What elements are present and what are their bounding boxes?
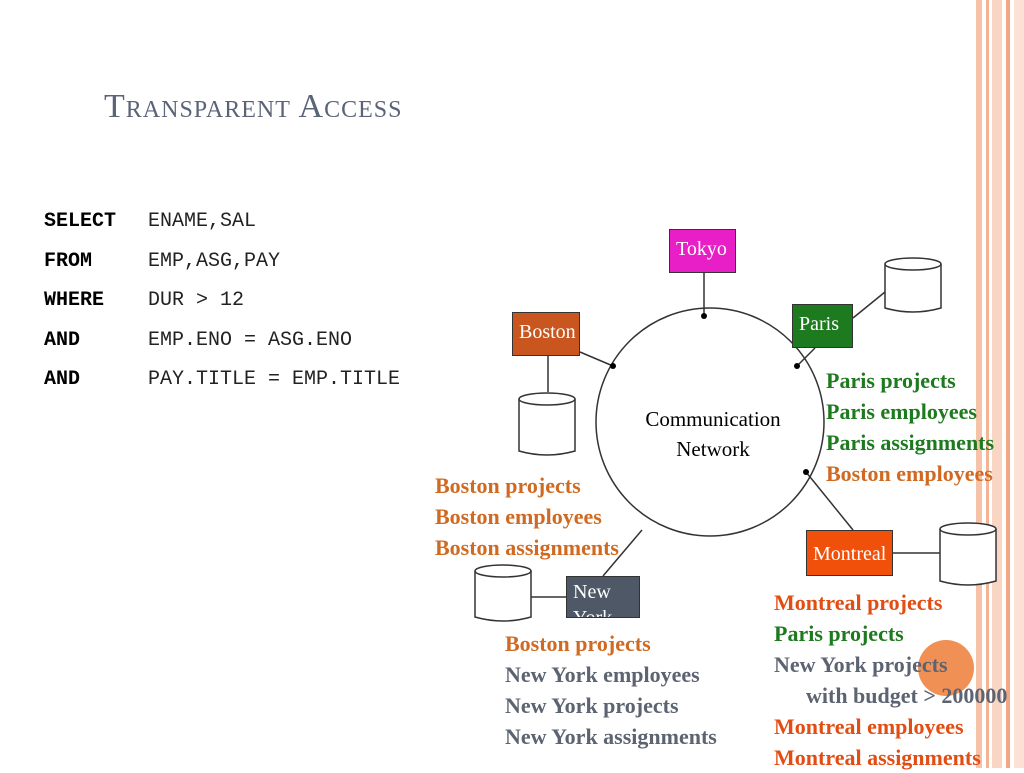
montreal-data-item: Montreal employees: [774, 714, 964, 739]
site-boston-label: Boston: [519, 321, 576, 343]
sql-line: SELECT ENAME,SAL: [44, 210, 400, 250]
montreal-link: [805, 471, 854, 531]
network-label: Communication Network: [600, 404, 826, 464]
sql-keyword: AND: [44, 368, 81, 391]
paris-data-list: Paris projects Paris employees Paris ass…: [826, 365, 994, 489]
site-paris-label: Paris: [799, 313, 839, 335]
new-york-data-item: New York employees: [505, 662, 700, 687]
montreal-database-icon: [939, 522, 997, 586]
paris-database-icon: [884, 257, 942, 313]
new-york-data-item: New York assignments: [505, 724, 717, 749]
sql-line: AND PAY.TITLE = EMP.TITLE: [44, 368, 400, 408]
boston-data-item: Boston assignments: [435, 535, 619, 560]
montreal-data-item: New York projects: [774, 652, 948, 677]
paris-node: [794, 363, 800, 369]
sql-keyword: AND: [44, 328, 81, 352]
site-tokyo-label: Tokyo: [676, 238, 727, 260]
new-york-data-item: New York projects: [505, 693, 679, 718]
site-montreal: Montreal: [806, 530, 893, 576]
site-paris: Paris: [792, 304, 853, 348]
decorative-stripes: [976, 0, 1024, 768]
sql-line: WHERE DUR > 12: [44, 289, 400, 329]
new-york-link: [602, 529, 643, 577]
sql-keyword: FROM: [44, 249, 93, 273]
site-new-york: New York: [566, 576, 640, 618]
network-circle: [595, 307, 825, 537]
paris-data-item: Paris assignments: [826, 430, 995, 455]
new-york-data-item: Boston projects: [505, 631, 651, 656]
boston-database-icon: [518, 392, 576, 456]
sql-keyword: SELECT: [44, 210, 117, 233]
site-new-york-label: New York: [573, 581, 613, 618]
montreal-data-list: Montreal projects Paris projects New Yor…: [774, 587, 1007, 773]
boston-link: [579, 351, 614, 367]
site-boston: Boston: [512, 312, 580, 356]
paris-db-link: [852, 291, 886, 319]
site-tokyo: Tokyo: [669, 229, 736, 273]
network-label-line2: Network: [676, 437, 750, 461]
decorative-circle: [918, 640, 974, 696]
sql-line: AND EMP.ENO = ASG.ENO: [44, 329, 400, 369]
boston-data-item: Boston projects: [435, 473, 581, 498]
montreal-node: [803, 469, 809, 475]
sql-line: FROM EMP,ASG,PAY: [44, 250, 400, 290]
montreal-data-item: Paris projects: [774, 621, 904, 646]
sql-keyword: WHERE: [44, 289, 105, 312]
new-york-data-list: Boston projects New York employees New Y…: [505, 628, 717, 752]
sql-clause: EMP,ASG,PAY: [148, 249, 281, 273]
tokyo-node: [701, 313, 707, 319]
network-label-line1: Communication: [645, 407, 781, 431]
paris-data-item: Boston employees: [826, 461, 993, 486]
sql-query: SELECT ENAME,SAL FROM EMP,ASG,PAY WHERE DUR…: [44, 210, 400, 408]
sql-clause: PAY.TITLE = EMP.TITLE: [148, 368, 401, 391]
montreal-data-item: Montreal projects: [774, 590, 943, 615]
new-york-database-icon: [474, 564, 532, 622]
site-montreal-label: Montreal: [813, 543, 887, 565]
montreal-data-item: with budget > 200000: [806, 683, 1008, 708]
boston-data-item: Boston employees: [435, 504, 602, 529]
sql-clause: ENAME,SAL: [148, 210, 257, 233]
sql-clause: EMP.ENO = ASG.ENO: [148, 328, 353, 352]
paris-link: [796, 347, 816, 367]
montreal-data-item: Montreal assignments: [774, 745, 981, 770]
paris-data-item: Paris employees: [826, 399, 977, 424]
boston-node: [610, 363, 616, 369]
boston-data-list: Boston projects Boston employees Boston …: [435, 470, 619, 563]
paris-data-item: Paris projects: [826, 368, 956, 393]
sql-clause: DUR > 12: [148, 289, 245, 312]
slide-title: Transparent Access: [104, 88, 403, 125]
